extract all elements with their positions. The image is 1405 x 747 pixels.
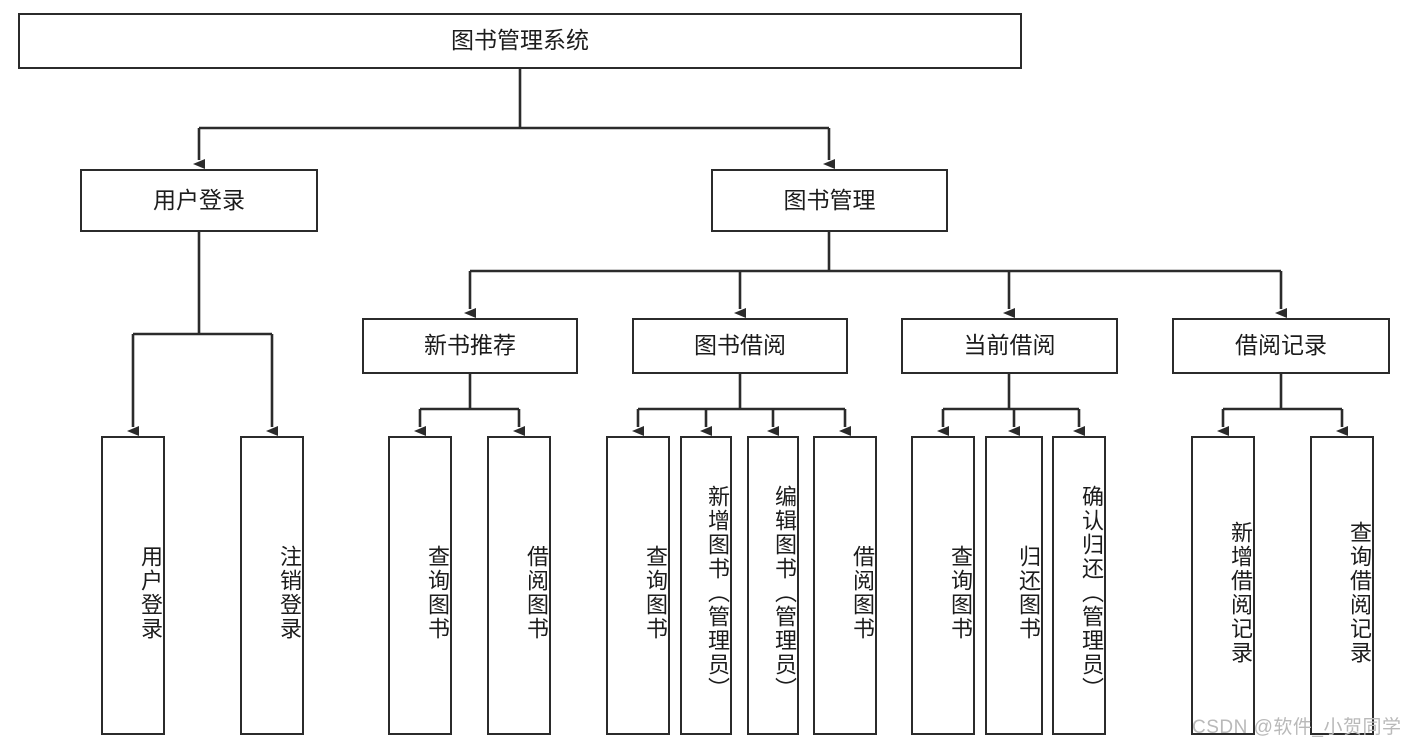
- node-leaf-add-record-label: 新增借阅记录: [1228, 520, 1253, 665]
- node-borrow-record-label: 借阅记录: [1235, 332, 1327, 359]
- node-leaf-query-book-2-label: 查询图书: [643, 544, 668, 641]
- node-leaf-borrow-book-2-label: 借阅图书: [850, 544, 875, 641]
- node-user-login[interactable]: 用户登录: [80, 169, 318, 232]
- node-leaf-borrow-book-1[interactable]: 借阅图书: [487, 436, 551, 735]
- node-leaf-edit-book-label: 编辑图书（管理员）: [772, 484, 797, 701]
- node-current-borrow-label: 当前借阅: [963, 332, 1056, 359]
- node-leaf-logout-label: 注销登录: [277, 544, 302, 641]
- node-leaf-query-book-2[interactable]: 查询图书: [606, 436, 670, 735]
- node-root[interactable]: 图书管理系统: [18, 13, 1022, 69]
- node-leaf-logout[interactable]: 注销登录: [240, 436, 304, 735]
- node-leaf-borrow-book-1-label: 借阅图书: [524, 544, 549, 641]
- node-new-book-recommend-label: 新书推荐: [424, 332, 516, 359]
- node-leaf-confirm-return-label: 确认归还（管理员）: [1079, 484, 1104, 701]
- node-leaf-query-book-1-label: 查询图书: [425, 544, 450, 641]
- node-leaf-edit-book[interactable]: 编辑图书（管理员）: [747, 436, 799, 735]
- node-leaf-return-book[interactable]: 归还图书: [985, 436, 1043, 735]
- node-book-manage-label: 图书管理: [783, 186, 876, 213]
- node-leaf-user-login[interactable]: 用户登录: [101, 436, 165, 735]
- node-leaf-add-book-label: 新增图书（管理员）: [705, 484, 730, 701]
- node-new-book-recommend[interactable]: 新书推荐: [362, 318, 578, 374]
- node-leaf-query-book-1[interactable]: 查询图书: [388, 436, 452, 735]
- node-root-label: 图书管理系统: [451, 27, 589, 54]
- node-book-manage[interactable]: 图书管理: [711, 169, 948, 232]
- node-book-borrow-label: 图书借阅: [694, 332, 786, 359]
- node-leaf-add-record[interactable]: 新增借阅记录: [1191, 436, 1255, 735]
- node-leaf-query-book-3[interactable]: 查询图书: [911, 436, 975, 735]
- node-current-borrow[interactable]: 当前借阅: [901, 318, 1118, 374]
- node-leaf-user-login-label: 用户登录: [138, 544, 163, 641]
- node-leaf-query-book-3-label: 查询图书: [948, 544, 973, 641]
- node-leaf-query-record-label: 查询借阅记录: [1347, 520, 1372, 665]
- node-leaf-confirm-return[interactable]: 确认归还（管理员）: [1052, 436, 1106, 735]
- node-leaf-add-book[interactable]: 新增图书（管理员）: [680, 436, 732, 735]
- watermark: CSDN @软件_小贺同学: [1192, 717, 1402, 738]
- node-leaf-return-book-label: 归还图书: [1016, 544, 1041, 641]
- node-book-borrow[interactable]: 图书借阅: [632, 318, 848, 374]
- node-borrow-record[interactable]: 借阅记录: [1172, 318, 1390, 374]
- node-user-login-label: 用户登录: [153, 186, 245, 213]
- node-leaf-borrow-book-2[interactable]: 借阅图书: [813, 436, 877, 735]
- node-leaf-query-record[interactable]: 查询借阅记录: [1310, 436, 1374, 735]
